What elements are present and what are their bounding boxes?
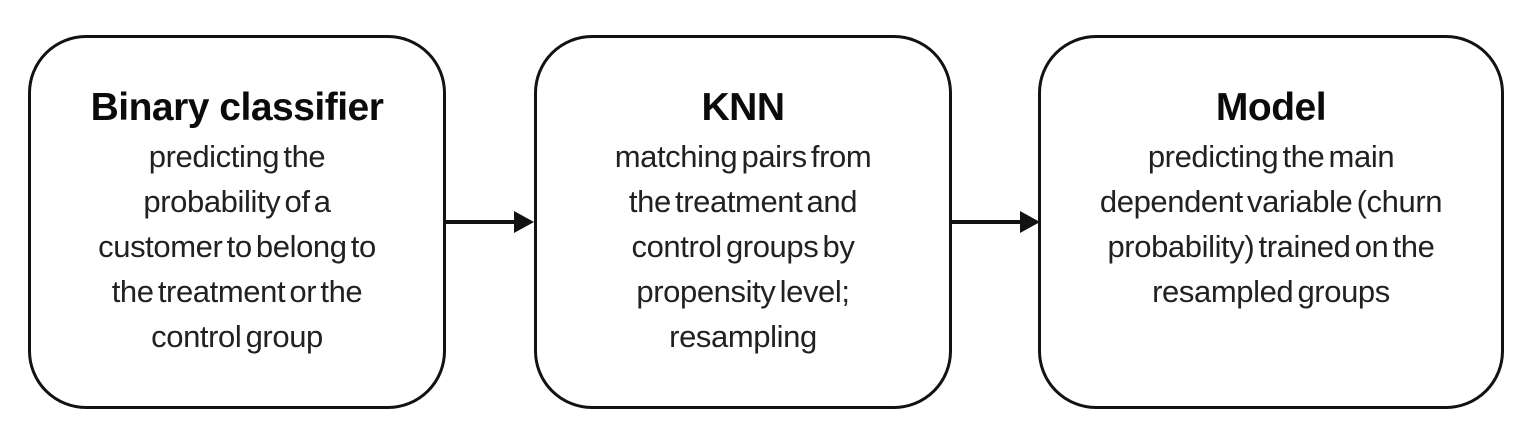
flow-step-binary-classifier: Binary classifier predicting the probabi… <box>28 35 446 409</box>
step-description: matching pairs from the treatment and co… <box>614 139 872 354</box>
arrow-right-icon <box>446 209 534 235</box>
arrow-right-icon <box>952 209 1040 235</box>
step-description: predicting the main dependent variable (… <box>1099 139 1443 309</box>
flow-step-knn: KNN matching pairs from the treatment an… <box>534 35 952 409</box>
step-description: predicting the probability of a customer… <box>98 139 376 354</box>
step-title: KNN <box>701 86 786 129</box>
step-title: Binary classifier <box>90 86 384 129</box>
flow-step-model: Model predicting the main dependent vari… <box>1038 35 1504 409</box>
step-title: Model <box>1215 86 1327 129</box>
